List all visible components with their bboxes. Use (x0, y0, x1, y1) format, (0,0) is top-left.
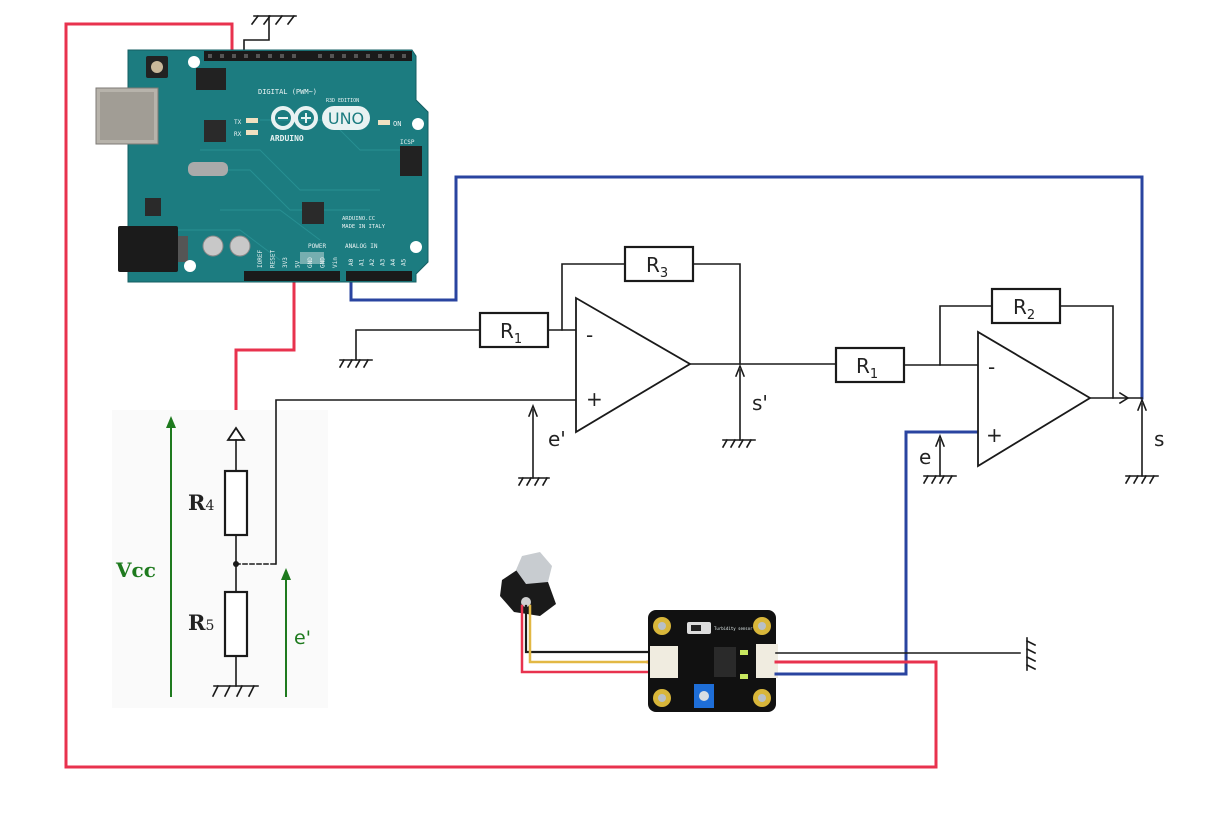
analog-pin-label: A1 (359, 258, 366, 266)
crystal (188, 162, 228, 176)
resistor-r4 (223, 469, 249, 537)
analog-pin-label: A3 (380, 258, 387, 266)
s-prime-output-arrow (721, 363, 756, 449)
rx-label: RX (234, 131, 242, 138)
capacitor (229, 235, 251, 257)
output-connector (756, 644, 778, 678)
power-header (244, 271, 340, 281)
power-header-label: POWER (308, 243, 326, 250)
s-prime-output-label: s' (752, 391, 768, 415)
ground-symbol (211, 684, 259, 698)
signal-wire-sensor-to-input (758, 430, 980, 676)
r1-stage1-label: R1 (500, 319, 522, 347)
digital-header (204, 51, 412, 61)
analog-pin-label: A0 (348, 258, 355, 266)
opamp-2-plus: + (986, 423, 1003, 447)
capacitor (202, 235, 224, 257)
analog-header (346, 271, 412, 281)
analog-pin-label: A4 (390, 258, 397, 266)
on-label: ON (393, 120, 401, 128)
opamp-1-minus: - (586, 323, 593, 347)
arduino-ground (243, 14, 297, 58)
power-pin-label: 5V (295, 260, 302, 268)
e-prime-input-arrow (517, 403, 550, 487)
tx-label: TX (234, 119, 242, 126)
r4-label: R4 (188, 490, 214, 515)
vcc-arrow (166, 416, 176, 697)
resistor-r1-stage2 (834, 346, 906, 384)
edition-label: R3D EDITION (326, 98, 359, 104)
sensor-board-text: Turbidity sensor (714, 626, 753, 631)
e-input-arrow (922, 433, 957, 485)
opamp-1-triangle (575, 296, 692, 434)
r3-label: R3 (646, 253, 668, 281)
opamp-2-triangle (977, 330, 1092, 468)
microcontroller-chip (302, 202, 324, 224)
opamp-stage-1: R1 R3 - + e' (338, 245, 837, 487)
turbidity-probe[interactable] (500, 552, 650, 674)
sensor-ground-wire (775, 637, 1037, 671)
ground-symbol (338, 358, 373, 369)
r2-label: R2 (1013, 295, 1035, 323)
usb-chip (204, 120, 226, 142)
power-pin-label: 3V3 (282, 257, 289, 268)
arduino-logo: UNO R3D EDITION ARDUINO (270, 98, 370, 143)
probe-connector (650, 646, 678, 678)
icsp-label: ICSP (400, 139, 415, 146)
dc-power-jack (118, 226, 178, 272)
opamp-2-minus: - (988, 355, 995, 379)
analog-header-label: ANALOG IN (345, 243, 378, 250)
r1-stage2-label: R1 (856, 354, 878, 382)
voltage-divider: R4 R5 Vcc e' (112, 410, 328, 708)
vcc-label: Vcc (115, 558, 156, 582)
power-pin-label: RESET (270, 250, 277, 268)
opamp-1-plus: + (586, 387, 603, 411)
e-input-label: e (919, 445, 931, 469)
arduino-brand-label: ARDUINO (270, 134, 304, 143)
r5-label: R5 (188, 610, 214, 635)
power-pin-label: IOREF (257, 250, 264, 268)
e-prime-divider-label: e' (294, 627, 311, 649)
turbidity-sensor-board[interactable]: Turbidity sensor (648, 610, 778, 712)
s-output-arrow (1124, 397, 1159, 485)
opamp-stage-2: R1 R2 - + e s (834, 287, 1164, 485)
vcc-wire-to-divider (234, 278, 296, 434)
power-pin-label: Vin (332, 257, 339, 268)
analog-pin-label: A2 (369, 258, 376, 266)
resistor-r3 (623, 245, 695, 283)
signal-wire-a0-to-output (349, 175, 1144, 400)
board-label: ARDUINO.CC (342, 216, 375, 222)
resistor-r1-stage1 (478, 311, 550, 349)
power-pin-label: GND (320, 257, 327, 268)
arduino-uno-board[interactable]: DIGITAL (PWM~) ICSP TX RX ON UNO R3D EDI (95, 49, 429, 283)
e-prime-divider-arrow (281, 568, 291, 697)
resistor-r5 (223, 590, 249, 658)
uno-label: UNO (328, 109, 364, 128)
e-prime-input-label: e' (548, 427, 566, 451)
made-in-label: MADE IN ITALY (342, 224, 386, 230)
digital-header-label: DIGITAL (PWM~) (258, 88, 317, 96)
analog-pin-label: A5 (401, 258, 408, 266)
s-output-label: s (1154, 427, 1164, 451)
power-pin-label: GND (307, 257, 314, 268)
